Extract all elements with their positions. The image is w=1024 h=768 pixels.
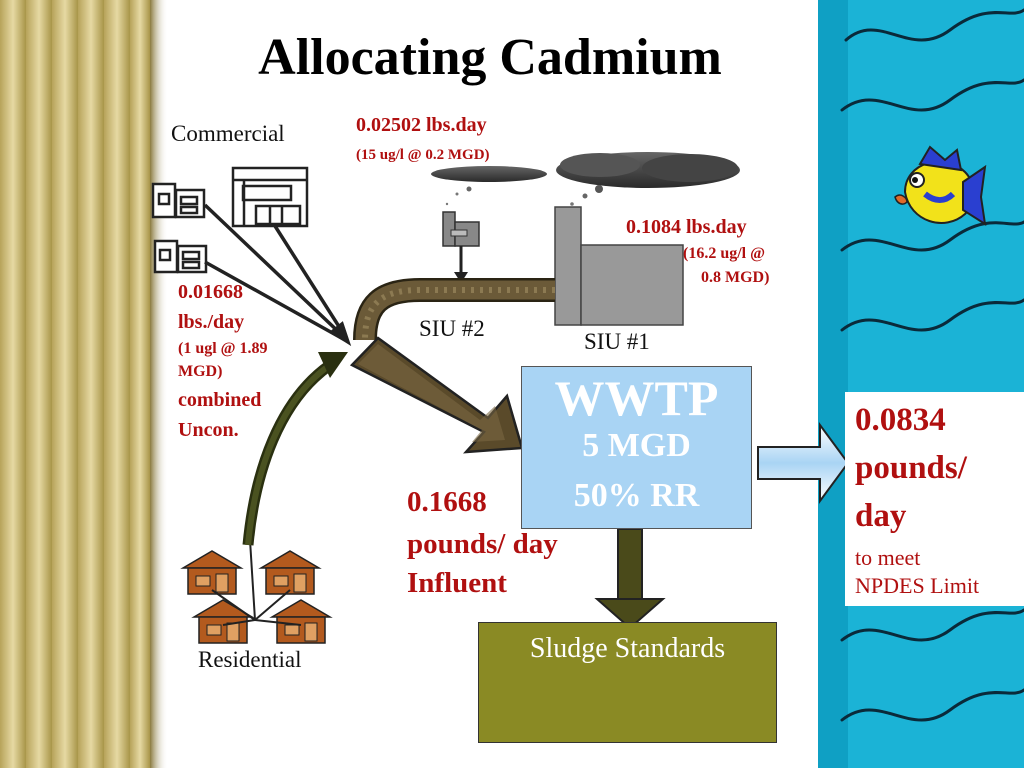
siu1-load-detail: 0.8 MGD): [701, 269, 770, 286]
wwtp-flow: 5 MGD: [582, 427, 691, 464]
residential-flow-arrow: [242, 352, 348, 546]
siu1-load-value: 0.1084 lbs.day: [626, 216, 747, 238]
pollution-cloud-siu1-icon: [556, 152, 740, 206]
siu-pipe: [353, 278, 555, 341]
wwtp-box: WWTP 5 MGD 50% RR: [521, 366, 752, 529]
residential-house-icon: [191, 599, 255, 644]
siu2-flow-arrow: [454, 246, 468, 283]
left-border-decoration: [0, 0, 168, 768]
pollution-cloud-siu2-icon: [431, 166, 547, 206]
influent-value: 0.1668: [407, 486, 487, 518]
commercial-store-icon: [231, 166, 309, 228]
commercial-load-note: Uncon.: [178, 419, 239, 441]
commercial-building-icon: [151, 182, 206, 219]
sludge-label: Sludge Standards: [529, 633, 726, 664]
effluent-unit: day: [855, 498, 907, 534]
commercial-load-note: combined: [178, 389, 262, 411]
siu2-load-detail: (15 ug/l @ 0.2 MGD): [356, 147, 490, 163]
commercial-load-detail: (1 ugl @ 1.89: [178, 340, 268, 357]
commercial-label: Commercial: [171, 121, 285, 146]
residential-house-icon: [180, 550, 244, 595]
commercial-flow-arrows: [203, 203, 352, 347]
influent-arrow: [349, 336, 524, 454]
wwtp-name: WWTP: [554, 370, 719, 426]
residential-label: Residential: [198, 647, 302, 672]
effluent-note: NPDES Limit: [855, 573, 980, 598]
commercial-load-detail: MGD): [178, 363, 223, 380]
influent-unit: pounds/ day: [407, 528, 558, 560]
siu1-load-detail: (16.2 ug/l @: [683, 245, 765, 262]
wwtp-removal-rate: 50% RR: [573, 477, 700, 514]
siu2-label: SIU #2: [419, 316, 485, 341]
siu1-label: SIU #1: [584, 329, 650, 354]
effluent-unit: pounds/: [855, 450, 967, 486]
siu2-load-value: 0.02502 lbs.day: [356, 114, 487, 136]
fish-icon: [894, 145, 987, 227]
influent-label: Influent: [407, 567, 507, 599]
residential-house-icon: [258, 550, 322, 595]
sludge-standards-box: Sludge Standards: [478, 622, 777, 743]
effluent-note: to meet: [855, 545, 921, 570]
siu2-factory-icon: [442, 211, 480, 247]
commercial-load-value: 0.01668: [178, 281, 243, 303]
residential-connector-lines: [211, 539, 302, 626]
right-water-panel: [818, 0, 1024, 768]
commercial-load-unit: lbs./day: [178, 311, 245, 333]
residential-house-icon: [269, 599, 333, 644]
effluent-arrow: [757, 421, 850, 505]
siu1-factory-icon: [554, 206, 684, 326]
slide-title: Allocating Cadmium: [258, 29, 722, 86]
effluent-value: 0.0834: [855, 402, 946, 438]
effluent-box: 0.0834 pounds/ day to meet NPDES Limit: [845, 392, 1024, 606]
sludge-arrow: [594, 528, 666, 630]
commercial-building-icon: [153, 239, 208, 274]
